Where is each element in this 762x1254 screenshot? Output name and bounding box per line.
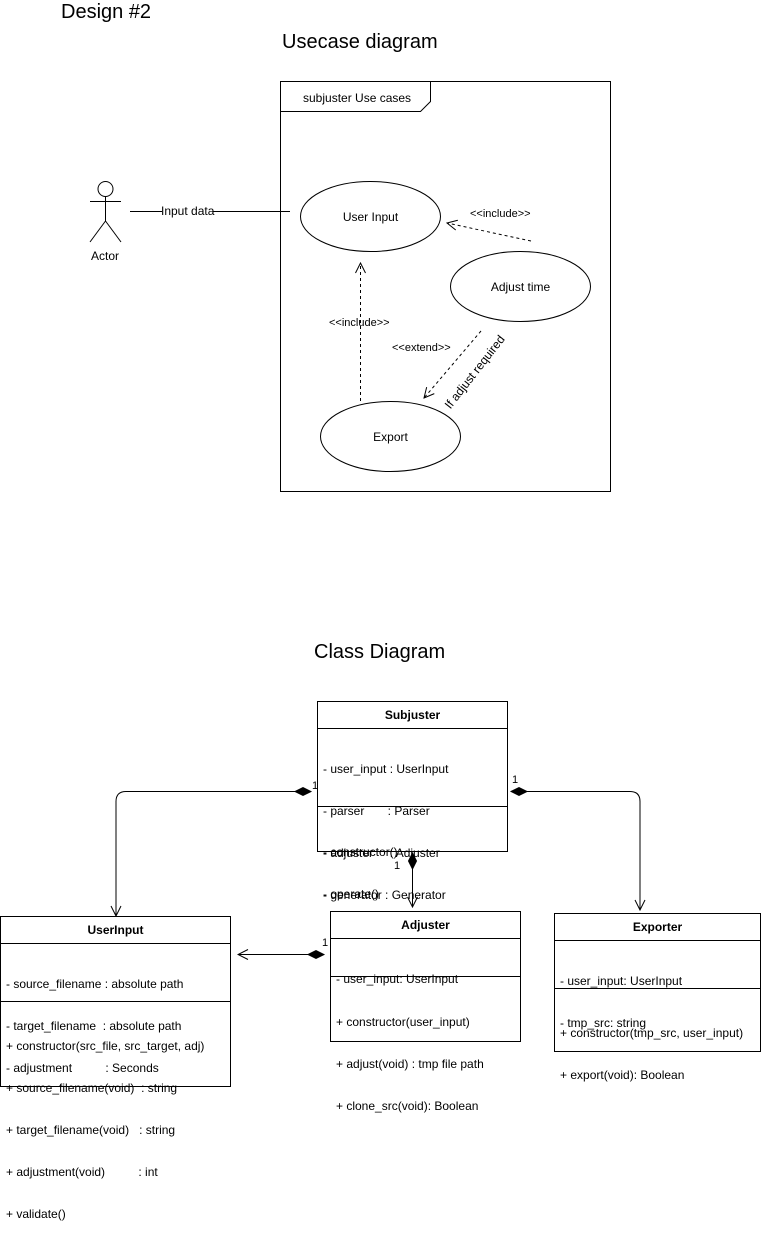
usecase-export-label: Export bbox=[373, 430, 408, 444]
include-label-adjust: <<include>> bbox=[470, 208, 531, 220]
class-exporter-attr: - user_input: UserInput bbox=[560, 974, 683, 988]
usecase-user-input-label: User Input bbox=[342, 210, 399, 224]
design-title: Design #2 bbox=[61, 1, 152, 23]
class-userinput-method: + target_filename(void) : string bbox=[6, 1123, 176, 1137]
class-userinput-method: + validate() bbox=[6, 1207, 66, 1221]
actor-label: Actor bbox=[91, 249, 120, 263]
class-subjuster-method: - constructor() bbox=[323, 845, 398, 859]
class-adjuster-attr: - user_input: UserInput bbox=[336, 972, 459, 986]
class-adjuster-attributes: - user_input: UserInput bbox=[331, 939, 520, 986]
extend-label: <<extend>> bbox=[392, 342, 451, 354]
class-userinput-method: + adjustment(void) : int bbox=[6, 1165, 158, 1179]
class-adjuster[interactable]: Adjuster - user_input: UserInput + const… bbox=[330, 911, 521, 1113]
class-userinput-method: + source_filename(void) : string bbox=[6, 1081, 178, 1095]
class-userinput-attr: - source_filename : absolute path bbox=[6, 977, 184, 991]
class-userinput[interactable]: UserInput - source_filename : absolute p… bbox=[0, 916, 231, 1221]
class-adjuster-method: + constructor(user_input) bbox=[336, 1015, 470, 1029]
multiplicity-adjuster-userinput: 1 bbox=[322, 937, 329, 949]
class-subjuster-attr: - generator : Generator bbox=[323, 888, 446, 902]
class-diagram-title: Class Diagram bbox=[314, 641, 446, 663]
multiplicity-sub-adjuster: 1 bbox=[394, 860, 401, 872]
usecase-user-input[interactable] bbox=[300, 181, 441, 252]
class-exporter-name: Exporter bbox=[555, 914, 760, 941]
class-adjuster-methods: + constructor(user_input) + adjust(void)… bbox=[331, 977, 520, 1146]
class-userinput-attr: - adjustment : Seconds bbox=[6, 1061, 159, 1075]
frame-label: subjuster Use cases bbox=[303, 91, 412, 105]
class-userinput-method: + constructor(src_file, src_target, adj) bbox=[6, 1039, 205, 1053]
class-exporter-method: + constructor(tmp_src, user_input) bbox=[560, 1026, 744, 1040]
usecase-adjust-time[interactable] bbox=[450, 251, 591, 322]
class-userinput-attr: - target_filename : absolute path bbox=[6, 1019, 182, 1033]
class-exporter-attributes: - user_input: UserInput - tmp_src: strin… bbox=[555, 941, 760, 1030]
diagram-canvas bbox=[89, 81, 762, 1089]
class-exporter-attr: - tmp_src: string bbox=[560, 1016, 647, 1030]
class-exporter[interactable]: Exporter - user_input: UserInput - tmp_s… bbox=[554, 913, 761, 1082]
class-subjuster-attr: - adjuster : Adjuster bbox=[323, 846, 440, 860]
class-userinput-name: UserInput bbox=[1, 917, 230, 944]
class-subjuster-methods: - constructor() - operate() bbox=[318, 807, 507, 934]
system-frame bbox=[280, 81, 611, 492]
class-exporter-methods: + constructor(tmp_src, user_input) + exp… bbox=[555, 989, 760, 1115]
class-userinput-attributes: - source_filename : absolute path - targ… bbox=[1, 944, 230, 1075]
include-arrow-adjust bbox=[447, 223, 532, 242]
composition-subjuster-exporter bbox=[511, 792, 640, 911]
class-subjuster[interactable]: Subjuster - user_input : UserInput - par… bbox=[317, 701, 508, 902]
class-subjuster-name: Subjuster bbox=[318, 702, 507, 729]
class-adjuster-method: + clone_src(void): Boolean bbox=[336, 1099, 479, 1113]
extend-arrow bbox=[424, 330, 482, 398]
usecase-export[interactable] bbox=[320, 401, 461, 472]
class-subjuster-attr: - user_input : UserInput bbox=[323, 762, 449, 776]
frame-label-tab bbox=[280, 81, 431, 112]
class-subjuster-attributes: - user_input : UserInput - parser : Pars… bbox=[318, 729, 507, 902]
include-label-export: <<include>> bbox=[329, 317, 390, 329]
association-label: Input data bbox=[161, 204, 215, 218]
composition-subjuster-userinput bbox=[116, 792, 311, 917]
class-userinput-methods: + constructor(src_file, src_target, adj)… bbox=[1, 1002, 230, 1254]
class-subjuster-method: - operate() bbox=[323, 887, 380, 901]
class-adjuster-method: + adjust(void) : tmp file path bbox=[336, 1057, 484, 1071]
class-adjuster-name: Adjuster bbox=[331, 912, 520, 939]
class-exporter-method: + export(void): Boolean bbox=[560, 1068, 685, 1082]
usecase-adjust-time-label: Adjust time bbox=[490, 280, 551, 294]
actor-figure bbox=[89, 181, 122, 243]
class-subjuster-attr: - parser : Parser bbox=[323, 804, 430, 818]
multiplicity-sub-userinput: 1 bbox=[312, 780, 319, 792]
multiplicity-sub-exporter: 1 bbox=[512, 774, 519, 786]
usecase-diagram-title: Usecase diagram bbox=[282, 31, 438, 53]
